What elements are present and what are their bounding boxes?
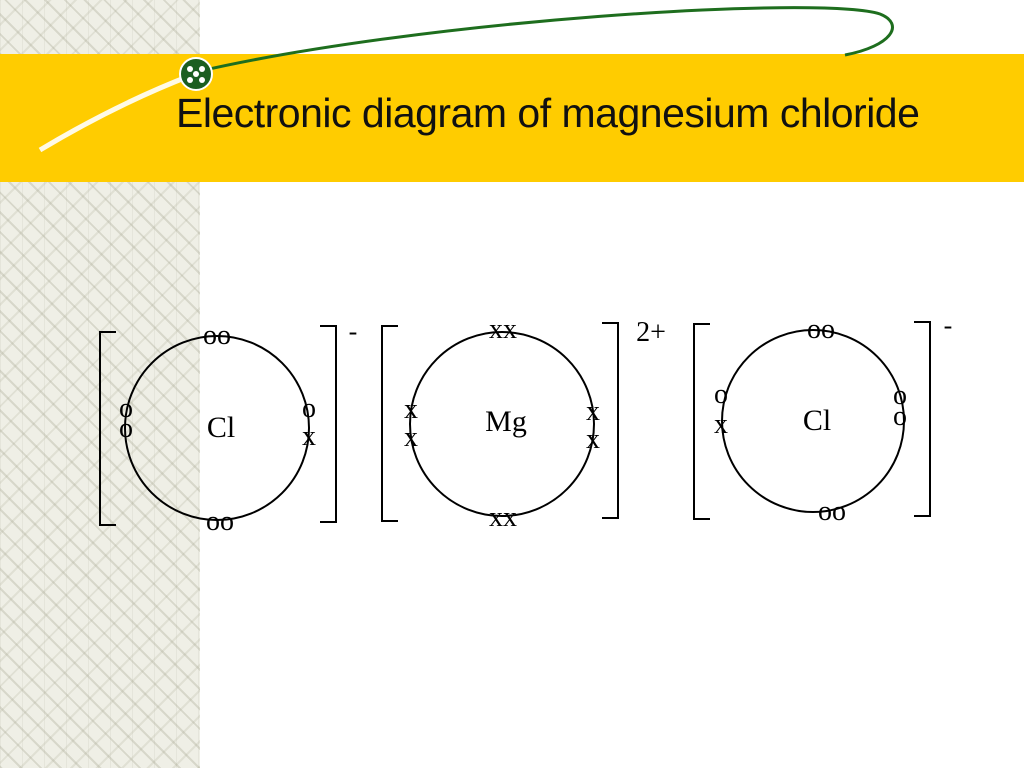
left-chlorine-top-electrons: oo — [203, 320, 231, 351]
green-swoosh — [195, 6, 894, 74]
magnesium-right-electron-1: x — [586, 396, 600, 427]
right-chlorine-bracket-right — [914, 321, 931, 517]
slide-title: Electronic diagram of magnesium chloride — [176, 90, 920, 136]
magnesium-bracket-left — [381, 325, 398, 522]
title-band — [0, 54, 1024, 182]
left-chlorine-shell — [124, 335, 310, 521]
left-chlorine-bottom-electrons: oo — [206, 506, 234, 537]
left-chlorine-ion: Cl - oo oo o o o x — [99, 317, 358, 537]
left-chlorine-bracket-left — [99, 331, 116, 526]
right-chlorine-shell — [721, 329, 905, 513]
right-chlorine-right-electron-1: o — [893, 380, 907, 411]
left-chlorine-left-electron-2: o — [119, 413, 133, 444]
white-swoosh — [38, 72, 193, 153]
left-chlorine-symbol: Cl — [207, 411, 235, 444]
right-chlorine-bottom-electrons: oo — [818, 496, 846, 527]
left-chlorine-charge: - — [349, 317, 358, 346]
atom-bullet-icon — [179, 57, 213, 91]
magnesium-ion: Mg 2+ xx xx x x x x — [381, 314, 666, 533]
magnesium-charge: 2+ — [636, 317, 666, 348]
magnesium-symbol: Mg — [485, 405, 527, 438]
left-chlorine-right-electron-2: x — [302, 421, 316, 452]
right-chlorine-ion: Cl - oo oo o x o o — [693, 311, 953, 527]
magnesium-bracket-right — [602, 322, 619, 519]
right-chlorine-right-electron-2: o — [893, 401, 907, 432]
magnesium-right-electron-2: x — [586, 424, 600, 455]
right-chlorine-top-electrons: oo — [807, 314, 835, 345]
magnesium-shell — [409, 331, 595, 517]
left-chlorine-bracket-right — [320, 325, 337, 523]
magnesium-top-electrons: xx — [489, 314, 517, 345]
right-chlorine-bracket-left — [693, 323, 710, 520]
right-chlorine-symbol: Cl — [803, 404, 831, 437]
right-chlorine-left-electron-1: o — [714, 379, 728, 410]
magnesium-left-electron-1: x — [404, 394, 418, 425]
left-chlorine-right-electron-1: o — [302, 393, 316, 424]
right-chlorine-left-electron-2: x — [714, 409, 728, 440]
magnesium-left-electron-2: x — [404, 422, 418, 453]
right-chlorine-charge: - — [944, 311, 953, 340]
left-chlorine-left-electron-1: o — [119, 393, 133, 424]
magnesium-bottom-electrons: xx — [489, 502, 517, 533]
